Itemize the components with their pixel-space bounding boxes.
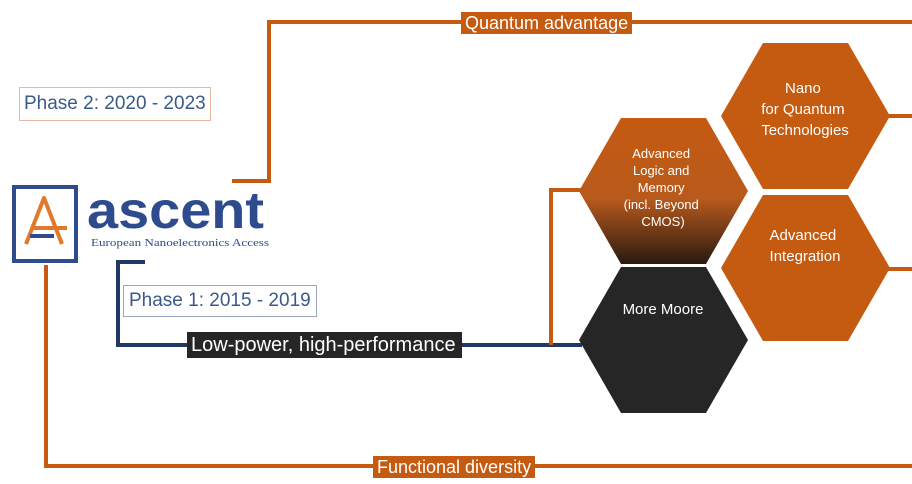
hex-more-moore <box>579 267 748 413</box>
logo-frame <box>12 185 78 263</box>
hex-advanced-integration <box>721 195 890 341</box>
logo-tagline: European Nanoelectronics Access <box>91 237 269 249</box>
logo-wordmark: ascent <box>87 182 264 240</box>
hex-more-moore-label: More Moore <box>623 301 704 318</box>
functional-diversity-label: Functional diversity <box>373 456 536 478</box>
hex-advanced-integration-label: Advanced Integration <box>770 227 841 265</box>
connector-more-moore-branch <box>549 188 582 345</box>
hex-advanced-logic <box>579 118 748 264</box>
phase2-label: Phase 2: 2020 - 2023 <box>19 87 211 121</box>
ascent-logo: ascent European Nanoelectronics Access <box>12 182 269 263</box>
hex-nano-quantum-label: Nano for Quantum Technologies <box>761 80 849 139</box>
connector-functional <box>44 265 912 468</box>
hex-advanced-logic-label: Advanced Logic and Memory (incl. Beyond … <box>624 146 703 229</box>
quantum-advantage-label: Quantum advantage <box>461 12 633 34</box>
hex-nano-quantum <box>721 43 890 189</box>
low-power-label: Low-power, high-performance <box>187 332 462 358</box>
phase1-label: Phase 1: 2015 - 2019 <box>123 285 317 317</box>
